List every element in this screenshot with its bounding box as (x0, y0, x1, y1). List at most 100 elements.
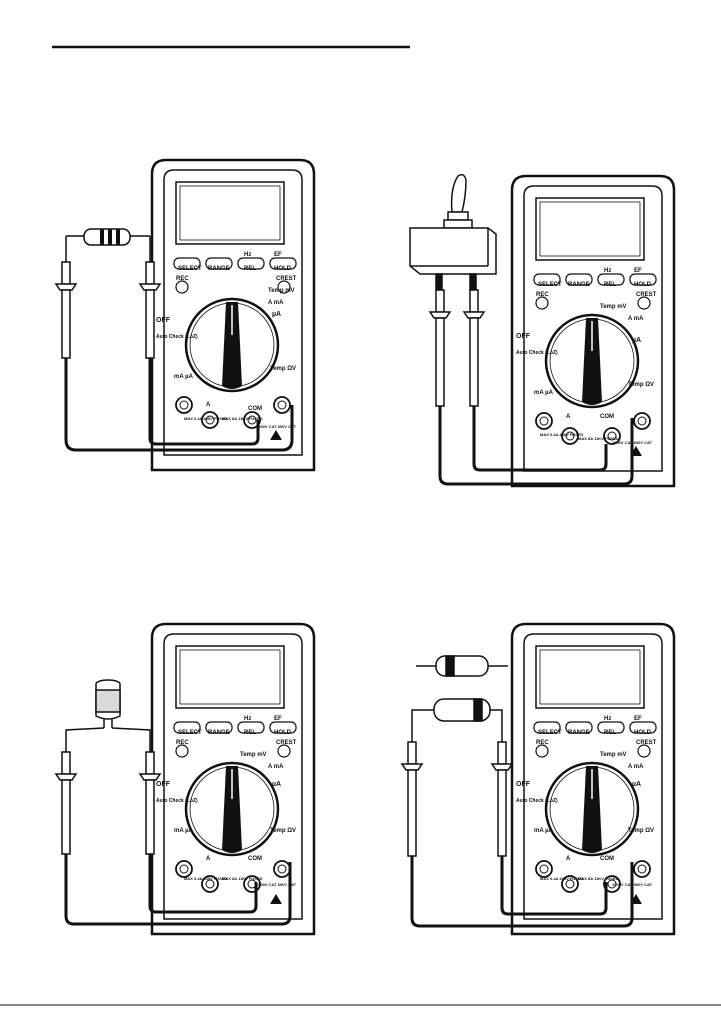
dial-auto-check: Auto Check (LoZ) (156, 334, 198, 340)
crest-label: CREST (636, 740, 657, 746)
red-lead (438, 406, 634, 486)
crest-label: CREST (636, 292, 657, 298)
fuse-a-note: MAX 8A 11KV FUSED (578, 436, 619, 441)
button-select: SELECT (538, 282, 562, 288)
crest-label: CREST (276, 740, 297, 746)
dial-temp-mv: Temp mV (268, 288, 295, 294)
panel-diode: SELECT RANGE REL HOLD Hz EF REC CREST OF… (400, 622, 676, 936)
jack-ma-ua: mA µA (534, 828, 554, 834)
crest-label: CREST (276, 276, 297, 282)
button-ef-label: EF (274, 716, 282, 722)
jack-ma-ua: mA µA (174, 374, 194, 380)
button-select: SELECT (178, 266, 202, 272)
multimeter (510, 622, 676, 936)
panel-capacitance: SELECT RANGE REL HOLD Hz EF REC CREST OF… (54, 622, 316, 936)
dial-temp-mv: Temp mV (600, 304, 627, 310)
dial-ua: µA (272, 311, 281, 318)
red-lead (410, 856, 634, 928)
button-select: SELECT (178, 730, 202, 736)
dial-a-ma: A mA (268, 764, 284, 770)
dial-off: OFF (156, 781, 171, 788)
category-note: 1000V CAT 600V CAT (256, 882, 297, 887)
fuse-a-note: MAX 8A 11KV FUSED (222, 416, 263, 421)
jack-ma-ua: mA µA (174, 828, 194, 834)
toggle-switch (409, 173, 497, 291)
dial-a-ma: A mA (268, 300, 284, 306)
rec-label: REC (176, 740, 189, 746)
fuse-ma-note: MAX 0.4A 440V FUSED (184, 416, 228, 421)
button-hz-label: Hz (604, 268, 611, 274)
dial-temp-mv: Temp mV (240, 752, 267, 758)
capacitor (65, 679, 151, 752)
jack-temp-v: Temp ΩV (628, 382, 654, 388)
dial-ua: µA (632, 781, 641, 788)
rec-label: REC (536, 740, 549, 746)
dial-a-ma: A mA (628, 316, 644, 322)
jack-a: A (566, 856, 571, 862)
dial-off: OFF (516, 781, 531, 788)
button-hz-label: Hz (244, 716, 251, 722)
diode-reference (416, 655, 508, 677)
button-hz-label: Hz (244, 252, 251, 258)
button-range: RANGE (208, 730, 230, 736)
jack-com: COM (248, 856, 262, 862)
dial-ua: µA (632, 337, 641, 344)
button-hold: HOLD (634, 730, 652, 736)
dial-off: OFF (516, 333, 531, 340)
jack-com: COM (600, 414, 614, 420)
red-lead (64, 358, 294, 452)
dial-auto-check: Auto Check (LoZ) (516, 350, 558, 356)
dial-a-ma: A mA (628, 764, 644, 770)
black-lead (500, 856, 608, 916)
jack-temp-v: Temp ΩV (628, 828, 654, 834)
red-lead (64, 854, 292, 926)
button-hold: HOLD (274, 730, 292, 736)
button-rel: REL (244, 730, 256, 736)
test-probes (428, 289, 486, 407)
test-probes (400, 741, 514, 857)
test-probes (54, 261, 162, 359)
panel-continuity: SELECT RANGE REL HOLD Hz EF REC CREST OF… (409, 173, 676, 488)
jack-a: A (206, 856, 211, 862)
jack-com: COM (600, 856, 614, 862)
button-hold: HOLD (274, 266, 292, 272)
fuse-ma-note: MAX 0.4A 440V FUSED (540, 876, 584, 881)
fuse-a-note: MAX 8A 11KV FUSED (222, 876, 263, 881)
button-range: RANGE (208, 266, 230, 272)
fuse-ma-note: MAX 0.4A 440V FUSED (184, 876, 228, 881)
black-lead (148, 358, 260, 446)
jack-temp-v: Temp ΩV (270, 366, 296, 372)
button-hz-label: Hz (604, 716, 611, 722)
fuse-ma-note: MAX 0.4A 440V FUSED (540, 432, 584, 437)
black-lead (472, 406, 608, 472)
test-probes (54, 751, 162, 855)
rec-label: REC (536, 292, 549, 298)
dial-auto-check: Auto Check (LoZ) (156, 798, 198, 804)
meter-labels: SELECT RANGE REL HOLD Hz EF REC CREST OF… (156, 716, 297, 887)
panel-resistance: SELECT RANGE REL HOLD Hz EF REC CREST OF… (54, 158, 316, 472)
button-rel: REL (604, 730, 616, 736)
fuse-a-note: MAX 8A 11KV FUSED (578, 876, 619, 881)
button-ef-label: EF (634, 268, 642, 274)
resistor (65, 228, 151, 262)
jack-ma-ua: mA µA (534, 390, 554, 396)
dial-ua: µA (272, 781, 281, 788)
button-hold: HOLD (634, 282, 652, 288)
button-rel: REL (604, 282, 616, 288)
dial-off: OFF (156, 317, 171, 324)
button-rel: REL (244, 266, 256, 272)
meter-labels: SELECT RANGE REL HOLD Hz EF REC CREST OF… (156, 252, 297, 429)
button-ef-label: EF (634, 716, 642, 722)
category-note: 1000V CAT 600V CAT (256, 424, 297, 429)
button-select: SELECT (538, 730, 562, 736)
button-range: RANGE (568, 282, 590, 288)
black-lead (148, 854, 258, 914)
diode-under-test (411, 698, 503, 742)
dial-auto-check: Auto Check (LoZ) (516, 798, 558, 804)
jack-com: COM (248, 406, 262, 412)
jack-a: A (206, 402, 211, 408)
button-ef-label: EF (274, 252, 282, 258)
jack-a: A (566, 414, 571, 420)
dial-temp-mv: Temp mV (600, 752, 627, 758)
